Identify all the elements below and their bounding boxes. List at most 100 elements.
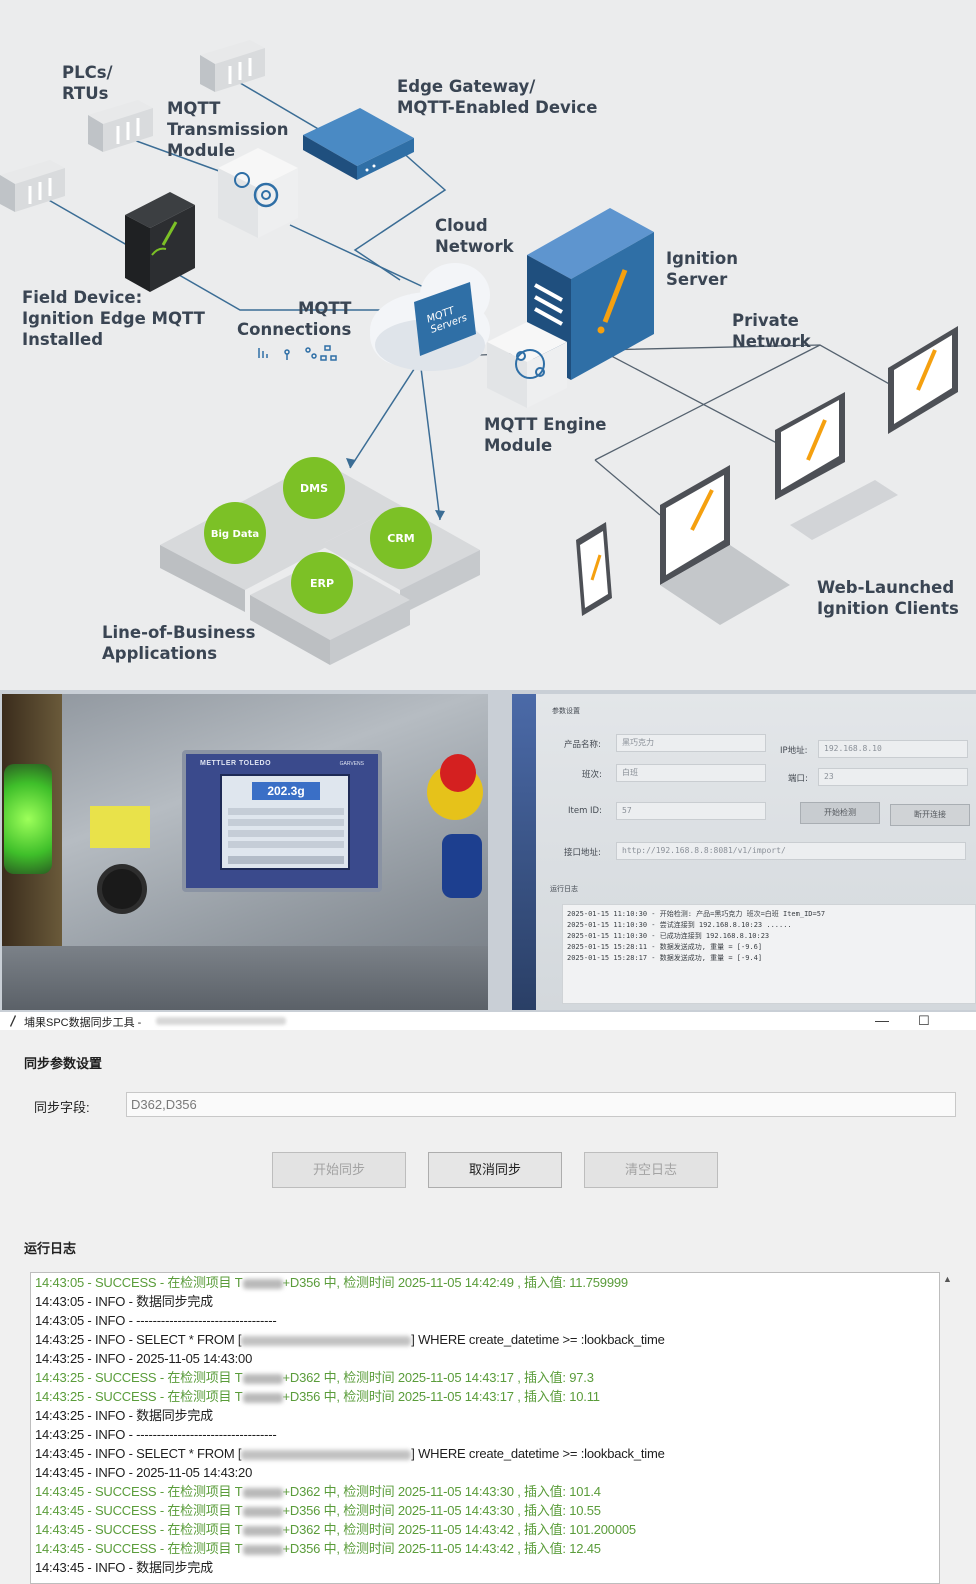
log-line-prefix: 14:43:45 - INFO - 2025-11-05 14:43:20 <box>35 1465 253 1480</box>
params-input-ip[interactable]: 192.168.8.10 <box>818 740 968 758</box>
log-line-suffix: +D356 中, 检测时间 2025-11-05 14:43:30 , 插入值:… <box>282 1503 601 1518</box>
redacted-text <box>241 1449 412 1460</box>
plc-racks <box>0 40 265 212</box>
params-label-product: 产品名称: <box>564 740 601 750</box>
redacted-text <box>241 1335 412 1346</box>
start-sync-button[interactable]: 开始同步 <box>272 1152 406 1188</box>
log-line: 14:43:05 - SUCCESS - 在检测项目 T +D356 中, 检测时… <box>35 1273 939 1292</box>
log-line-suffix: +D362 中, 检测时间 2025-11-05 14:43:42 , 插入值:… <box>282 1522 637 1537</box>
redacted-text <box>242 1373 283 1384</box>
log-line: 14:43:45 - SUCCESS - 在检测项目 T +D362 中, 检测时… <box>35 1520 939 1539</box>
log-line: 14:43:45 - SUCCESS - 在检测项目 T+D362 中, 检测时… <box>35 1482 939 1501</box>
label-cloud-network: Cloud Network <box>435 216 514 256</box>
selector-switch <box>442 834 482 898</box>
transmission-module-cube <box>218 148 298 238</box>
disconnect-button[interactable]: 断开连接 <box>890 804 970 826</box>
log-line: 14:43:05 - INFO - 数据同步完成 <box>35 1292 939 1311</box>
architecture-diagram: DMS Big Data CRM ERP <box>0 0 976 690</box>
params-panel-photo: 参数设置 产品名称: 黑巧克力 IP地址: 192.168.8.10 班次: 白… <box>512 694 976 1010</box>
sync-field-input[interactable]: D362,D356 <box>126 1092 956 1117</box>
title-redacted <box>156 1017 286 1025</box>
label-mqtt-connections: MQTT Connections <box>237 299 352 339</box>
label-private-network: Private Network <box>732 311 811 351</box>
hmi-terminal: METTLER TOLEDO GARVENS 202.3g <box>182 750 382 892</box>
log-line-prefix: 14:43:45 - INFO - SELECT * FROM [ <box>35 1446 242 1461</box>
log-line-prefix: 14:43:05 - INFO - ----------------------… <box>35 1313 277 1328</box>
label-mqtt-engine: MQTT Engine Module <box>484 415 607 455</box>
run-log-box[interactable]: 14:43:05 - SUCCESS - 在检测项目 T +D356 中, 检测时… <box>30 1272 940 1584</box>
app-erp: ERP <box>310 577 334 590</box>
hmi-weight-display: 202.3g <box>252 782 320 800</box>
start-detect-button[interactable]: 开始检测 <box>800 802 880 824</box>
diagram-graphics: DMS Big Data CRM ERP <box>0 40 958 665</box>
hmi-brand-secondary: GARVENS <box>339 761 364 767</box>
app-dms: DMS <box>300 482 328 495</box>
log-line-suffix: +D356 中, 检测时间 2025-11-05 14:43:42 , 插入值:… <box>282 1541 601 1556</box>
params-input-product[interactable]: 黑巧克力 <box>616 734 766 752</box>
params-label-shift: 班次: <box>582 770 602 780</box>
log-line: 14:43:45 - SUCCESS - 在检测项目 T +D356 中, 检测时… <box>35 1539 939 1558</box>
log-line-prefix: 14:43:45 - SUCCESS - 在检测项目 T <box>35 1484 243 1499</box>
log-line: 14:43:25 - INFO - SELECT * FROM [ ] WHERE… <box>35 1330 939 1349</box>
hmi-row <box>228 830 344 837</box>
hmi-screen: 202.3g <box>220 774 350 870</box>
log-line-suffix: +D362 中, 检测时间 2025-11-05 14:43:17 , 插入值:… <box>282 1370 594 1385</box>
app-crm: CRM <box>387 532 415 545</box>
params-input-port[interactable]: 23 <box>818 768 968 786</box>
log-line-prefix: 14:43:45 - SUCCESS - 在检测项目 T <box>35 1541 243 1556</box>
log-line-prefix: 14:43:25 - INFO - 数据同步完成 <box>35 1408 213 1423</box>
taskbar-strip <box>512 694 536 1010</box>
maximize-icon[interactable]: ☐ <box>918 1013 930 1028</box>
log-line: 14:43:45 - INFO - 2025-11-05 14:43:20 <box>35 1463 939 1482</box>
log-line-suffix: +D356 中, 检测时间 2025-11-05 14:42:49 , 插入值:… <box>282 1275 629 1290</box>
params-label-ip: IP地址: <box>780 746 808 756</box>
label-plcs: PLCs/ RTUs <box>62 63 113 103</box>
app-feather-icon <box>10 1015 16 1027</box>
scroll-up-arrow-icon[interactable]: ▲ <box>943 1274 952 1284</box>
params-label-endpoint: 接口地址: <box>564 848 601 858</box>
cancel-sync-button[interactable]: 取消同步 <box>428 1152 562 1188</box>
log-line: 14:43:25 - INFO - ----------------------… <box>35 1425 939 1444</box>
redacted-text <box>242 1392 283 1403</box>
label-mqtt-transmission: MQTT Transmission Module <box>167 99 289 160</box>
sync-params-heading: 同步参数设置 <box>24 1056 103 1071</box>
green-beacon <box>4 764 52 874</box>
params-input-item-id[interactable]: 57 <box>616 802 766 820</box>
field-device <box>125 192 195 292</box>
log-line: 14:43:25 - SUCCESS - 在检测项目 T+D356 中, 检测时… <box>35 1387 939 1406</box>
hmi-row <box>228 856 344 864</box>
params-label-port: 端口: <box>788 774 808 784</box>
label-web-clients: Web-Launched Ignition Clients <box>817 578 959 618</box>
app-big-data: Big Data <box>211 529 259 540</box>
run-log-heading: 运行日志 <box>24 1241 77 1256</box>
edge-gateway-device <box>303 108 414 180</box>
emergency-stop-button <box>440 754 476 792</box>
redacted-text <box>242 1506 283 1517</box>
log-line: 14:43:45 - SUCCESS - 在检测项目 T+D356 中, 检测时… <box>35 1501 939 1520</box>
redacted-text <box>242 1525 283 1536</box>
photo-strip: METTLER TOLEDO GARVENS 202.3g 参数设置 产品名称:… <box>0 690 976 1012</box>
label-lob-apps: Line-of-Business Applications <box>102 623 256 663</box>
yellow-label <box>90 806 150 848</box>
minimize-icon[interactable]: — <box>875 1012 889 1028</box>
log-line-prefix: 14:43:25 - INFO - SELECT * FROM [ <box>35 1332 242 1347</box>
log-line-suffix: ] WHERE create_datetime >= :lookback_tim… <box>411 1446 665 1461</box>
params-input-shift[interactable]: 白班 <box>616 764 766 782</box>
clear-log-button[interactable]: 清空日志 <box>584 1152 718 1188</box>
params-section-title: 参数设置 <box>552 707 580 715</box>
params-log-box: 2025-01-15 11:10:30 - 开始检测: 产品=黑巧克力 班次=白… <box>562 904 976 1004</box>
log-line-suffix: +D356 中, 检测时间 2025-11-05 14:43:17 , 插入值:… <box>282 1389 600 1404</box>
log-line-suffix: ] WHERE create_datetime >= :lookback_tim… <box>411 1332 665 1347</box>
log-line-prefix: 14:43:25 - INFO - 2025-11-05 14:43:00 <box>35 1351 253 1366</box>
redacted-text <box>242 1278 283 1289</box>
params-log-line: 2025-01-15 11:10:30 - 已成功连接到 192.168.8.1… <box>567 932 770 940</box>
redacted-text <box>242 1487 283 1498</box>
log-line-prefix: 14:43:05 - INFO - 数据同步完成 <box>35 1294 213 1309</box>
log-line-prefix: 14:43:45 - INFO - 数据同步完成 <box>35 1560 213 1575</box>
sync-tool-window: 埔果SPC数据同步工具 - — ☐ 同步参数设置 同步字段: D362,D356… <box>0 1012 976 1584</box>
hmi-row <box>228 819 344 826</box>
params-input-endpoint[interactable]: http://192.168.8.8:8081/v1/import/ <box>616 842 966 860</box>
log-line-prefix: 14:43:45 - SUCCESS - 在检测项目 T <box>35 1522 243 1537</box>
log-line: 14:43:25 - INFO - 数据同步完成 <box>35 1406 939 1425</box>
log-line-prefix: 14:43:05 - SUCCESS - 在检测项目 T <box>35 1275 243 1290</box>
